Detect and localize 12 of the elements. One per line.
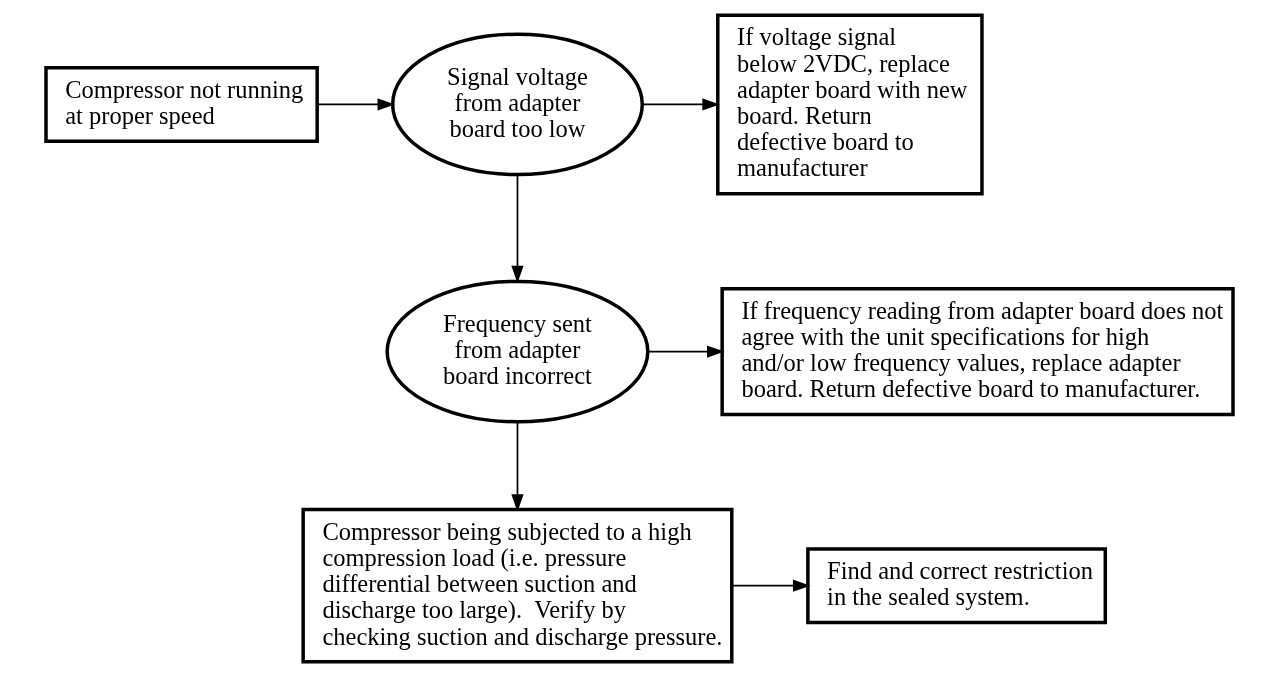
node-box: Find and correct restriction in the sealed system. (805, 547, 1107, 625)
arrow (641, 98, 720, 111)
node-ellipse: Signal voltage from adapter board too low (390, 32, 644, 177)
arrow (316, 98, 395, 111)
node-box: Compressor being subjected to a high compression load (i.e. pressure differential between suction and discharge too large). Verify by checking suction and discharge pressure. (300, 507, 734, 664)
node-box: If frequency reading from adapter board does not agree with the unit specifications for high and/or low frequency values, replace adapter board. Return defective board to manufacturer. (719, 286, 1235, 417)
arrow (730, 579, 810, 592)
arrow (646, 345, 724, 358)
node-box: Compressor not running at proper speed (43, 65, 319, 143)
arrow (510, 421, 524, 512)
node-ellipse: Frequency sent from adapter board incorrect (384, 279, 650, 424)
node-box: If voltage signal below 2VDC, replace adapter board with new board. Return defective board to manufacturer (715, 13, 984, 196)
